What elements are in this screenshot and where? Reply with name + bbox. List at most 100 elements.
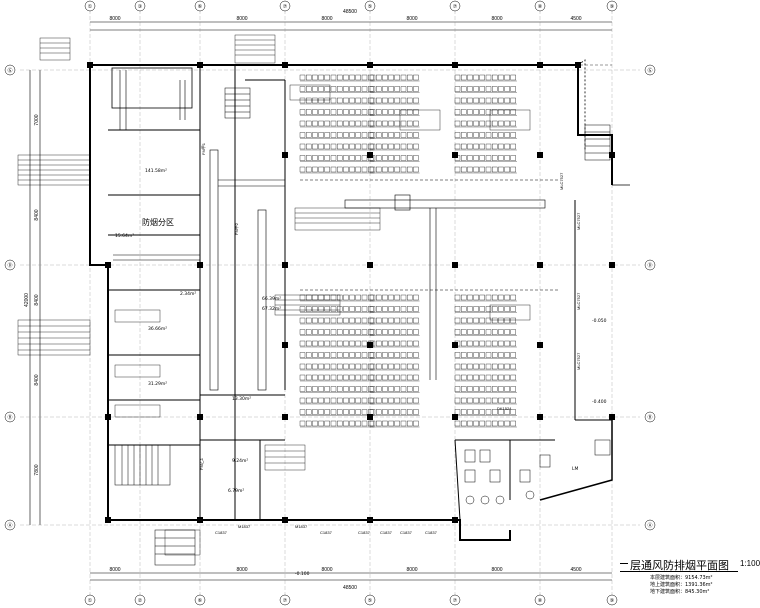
seat (312, 352, 318, 358)
top-dimension: 8000 (491, 16, 502, 22)
seat (312, 409, 318, 415)
seat (324, 409, 330, 415)
seat (454, 86, 461, 92)
seat (306, 340, 312, 347)
seat (473, 132, 479, 138)
seat (299, 363, 306, 370)
seat-row (454, 386, 517, 393)
seat (504, 352, 510, 358)
seat (394, 143, 400, 150)
seat (485, 386, 492, 392)
seat (355, 386, 361, 392)
seat (376, 143, 382, 150)
seat (492, 363, 498, 370)
seat (413, 397, 419, 404)
left-dimension: 8400 (34, 209, 40, 220)
seat (407, 374, 413, 381)
seat (485, 166, 492, 173)
seat (492, 306, 498, 312)
seat (454, 143, 461, 150)
seat (394, 86, 400, 92)
elevation-mark: -0.100 (295, 571, 310, 577)
seat-row (369, 294, 420, 302)
column-label: MLC7527 (559, 172, 564, 190)
seat-row (454, 120, 517, 128)
seat (337, 120, 343, 127)
seat (413, 363, 419, 370)
seat (510, 166, 516, 173)
seat (318, 329, 324, 335)
seat (330, 397, 337, 404)
seat (454, 363, 461, 370)
seat (312, 120, 318, 127)
seat-row (299, 363, 375, 371)
seat (407, 132, 413, 138)
seat-row (369, 340, 420, 348)
seat (349, 155, 355, 161)
seat (337, 86, 343, 92)
seat (343, 306, 349, 312)
seat (413, 109, 419, 115)
seat (355, 294, 361, 301)
seat (376, 340, 382, 347)
seat (467, 306, 473, 312)
seat (400, 143, 407, 150)
top-dimension: 8000 (406, 16, 417, 22)
seat (361, 329, 368, 335)
seat (324, 374, 330, 381)
bottom-axis-bubble-circle (194, 594, 206, 606)
elevation-mark: -0.400 (592, 399, 607, 405)
stairs (114, 87, 611, 566)
left-total-dimension: 42000 (24, 293, 30, 307)
seat-row (299, 155, 375, 162)
seat (376, 317, 382, 324)
elevation-mark: -0.050 (592, 318, 607, 324)
seat (467, 352, 473, 358)
door-label: FM乙1 (198, 457, 204, 470)
seat-row (299, 143, 375, 151)
seat (407, 74, 413, 81)
seat (361, 143, 368, 150)
seat-row (299, 166, 375, 174)
seat-row (369, 166, 420, 174)
bottom-axis-bubble-circle (449, 594, 461, 606)
seat (318, 340, 324, 347)
seat (413, 86, 419, 92)
seat (337, 340, 343, 347)
title-dash (620, 563, 628, 564)
seat (400, 397, 407, 404)
seat (355, 132, 361, 138)
bottom-dimension: 8000 (406, 567, 417, 573)
seat (388, 166, 394, 173)
seat (355, 409, 361, 415)
seat (454, 420, 461, 427)
top-axis-bubble-circle (534, 0, 546, 12)
seat (467, 317, 473, 324)
seat (473, 109, 479, 115)
seat (337, 352, 343, 358)
bottom-axis-bubble-circle (134, 594, 146, 606)
seat (473, 294, 479, 301)
seat (312, 143, 318, 150)
seat (473, 120, 479, 127)
seat (492, 420, 498, 427)
window-label: C1837 (320, 530, 333, 535)
seat (388, 386, 394, 392)
seat (369, 386, 376, 392)
seat (369, 109, 376, 115)
seat (479, 386, 485, 392)
seat (368, 166, 374, 173)
seat (473, 86, 479, 92)
seat (504, 363, 510, 370)
seat (361, 155, 368, 161)
seat (407, 294, 413, 301)
seat-row (299, 397, 375, 405)
seat (343, 340, 349, 347)
seat (510, 86, 516, 92)
seat (388, 329, 394, 335)
seat-row (454, 397, 517, 405)
seat (318, 386, 324, 392)
top-axis-bubble: ① (88, 4, 93, 10)
seat (330, 109, 337, 115)
seat (394, 109, 400, 115)
